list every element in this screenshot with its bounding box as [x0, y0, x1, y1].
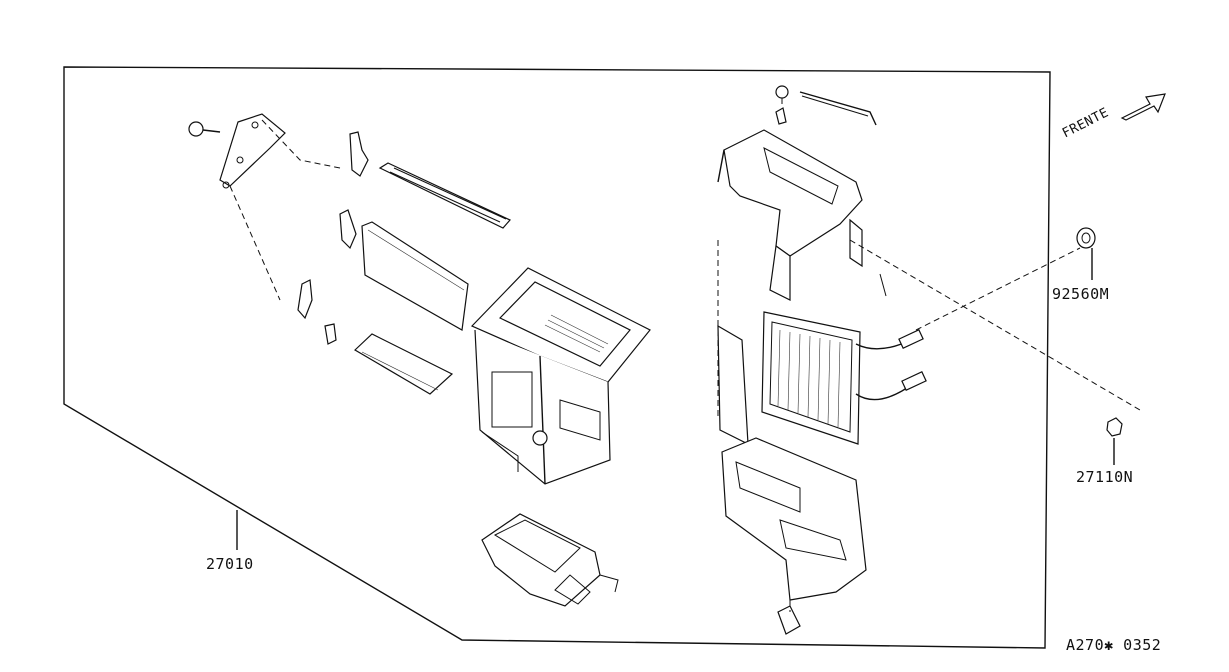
- drawing-id: A270✱ 0352: [1066, 636, 1162, 654]
- arrow-up-right-icon: [1120, 93, 1166, 121]
- door-plate-2: [354, 333, 454, 395]
- upper-housing: [717, 129, 887, 301]
- part-label-27010: 27010: [206, 555, 254, 573]
- door-plate-1: [361, 221, 469, 331]
- bottom-duct: [481, 513, 619, 607]
- flap-rod: [378, 162, 511, 229]
- part-label-92560m: 92560M: [1052, 285, 1110, 303]
- left-bracket-group: [188, 113, 341, 301]
- assembly-frame: [63, 66, 1051, 649]
- side-plate: [717, 324, 749, 446]
- part-label-27110n: 27110N: [1076, 468, 1134, 486]
- lower-housing: [721, 437, 867, 635]
- levers-group: [297, 131, 369, 345]
- grommet-92560m: [1076, 227, 1096, 280]
- right-clip-rod: [775, 85, 877, 126]
- heater-case: [470, 267, 651, 485]
- connection-lines: [717, 98, 1141, 612]
- nut-27110n: [1106, 417, 1123, 465]
- heater-core: [761, 311, 927, 445]
